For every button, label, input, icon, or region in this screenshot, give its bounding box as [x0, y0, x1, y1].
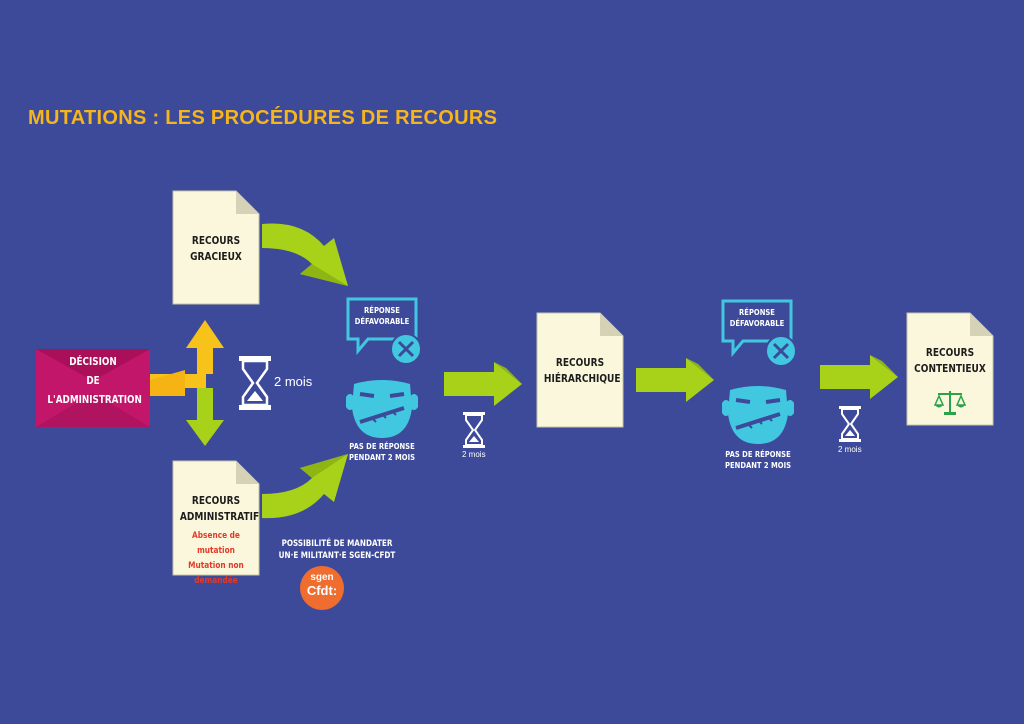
recours-contentieux-line1: RECOURS — [925, 346, 975, 359]
page-title: MUTATIONS : LES PROCÉDURES DE RECOURS — [28, 107, 498, 129]
document-icon — [172, 190, 260, 305]
recours-admin-note2: Mutation non demandée — [188, 561, 244, 586]
recours-gracieux-doc: RECOURS GRACIEUX — [172, 190, 260, 305]
document-icon — [536, 312, 624, 428]
speech-bubble-icon — [346, 297, 422, 365]
gagged-face-icon — [346, 380, 418, 438]
delay-small-2: 2 mois — [838, 445, 862, 454]
arrow-administratif — [262, 454, 348, 519]
hourglass-small-icon — [463, 412, 485, 448]
recours-gracieux-line2: GRACIEUX — [190, 250, 242, 263]
recours-hierarchique-doc: RECOURS HIÉRARCHIQUE — [536, 312, 624, 428]
recours-hierarchique-line1: RECOURS — [555, 356, 605, 369]
recours-gracieux-line1: RECOURS — [191, 234, 241, 247]
recours-contentieux-line2: CONTENTIEUX — [914, 362, 986, 375]
arrow-gracieux — [262, 223, 348, 286]
recours-admin-note1: Absence de mutation — [192, 531, 240, 556]
arrow-to-contentieux — [820, 355, 898, 399]
recours-hierarchique-line2: HIÉRARCHIQUE — [543, 372, 621, 385]
decision-envelope — [36, 349, 150, 427]
arrow-after-hierarchique — [636, 358, 714, 402]
delay-small-1: 2 mois — [462, 450, 486, 459]
recours-administratif-doc: RECOURS ADMINISTRATIF Absence de mutatio… — [172, 460, 260, 586]
document-icon — [906, 312, 994, 426]
gagged-face-icon — [722, 386, 794, 444]
decision-label: DÉCISION DE L'ADMINISTRATION — [47, 355, 142, 406]
mandate-text: POSSIBILITÉ DE MANDATER UN·E MILITANT·E … — [278, 539, 396, 561]
no-reply-2: PAS DE RÉPONSE PENDANT 2 MOIS — [724, 450, 792, 470]
reponse-bubble-1: RÉPONSE DÉFAVORABLE — [346, 297, 436, 377]
scales-of-justice-icon — [934, 391, 966, 415]
document-icon — [172, 460, 260, 576]
recours-contentieux-doc: RECOURS CONTENTIEUX — [906, 312, 994, 426]
branch-arrows — [150, 320, 224, 446]
no-reply-1: PAS DE RÉPONSE PENDANT 2 MOIS — [348, 442, 416, 462]
hourglass-icon — [239, 356, 271, 410]
recours-admin-line2: ADMINISTRATIF — [179, 510, 260, 523]
recours-admin-line1: RECOURS — [191, 494, 241, 507]
speech-bubble-icon — [721, 299, 797, 367]
arrow-to-hierarchique — [444, 362, 522, 406]
hourglass-small-icon — [839, 406, 861, 442]
reponse-bubble-2: RÉPONSE DÉFAVORABLE — [721, 299, 811, 379]
sgen-cfdt-logo: sgen Cfdt: — [300, 566, 344, 610]
delay-main-label: 2 mois — [274, 374, 313, 389]
envelope-icon — [36, 349, 150, 427]
